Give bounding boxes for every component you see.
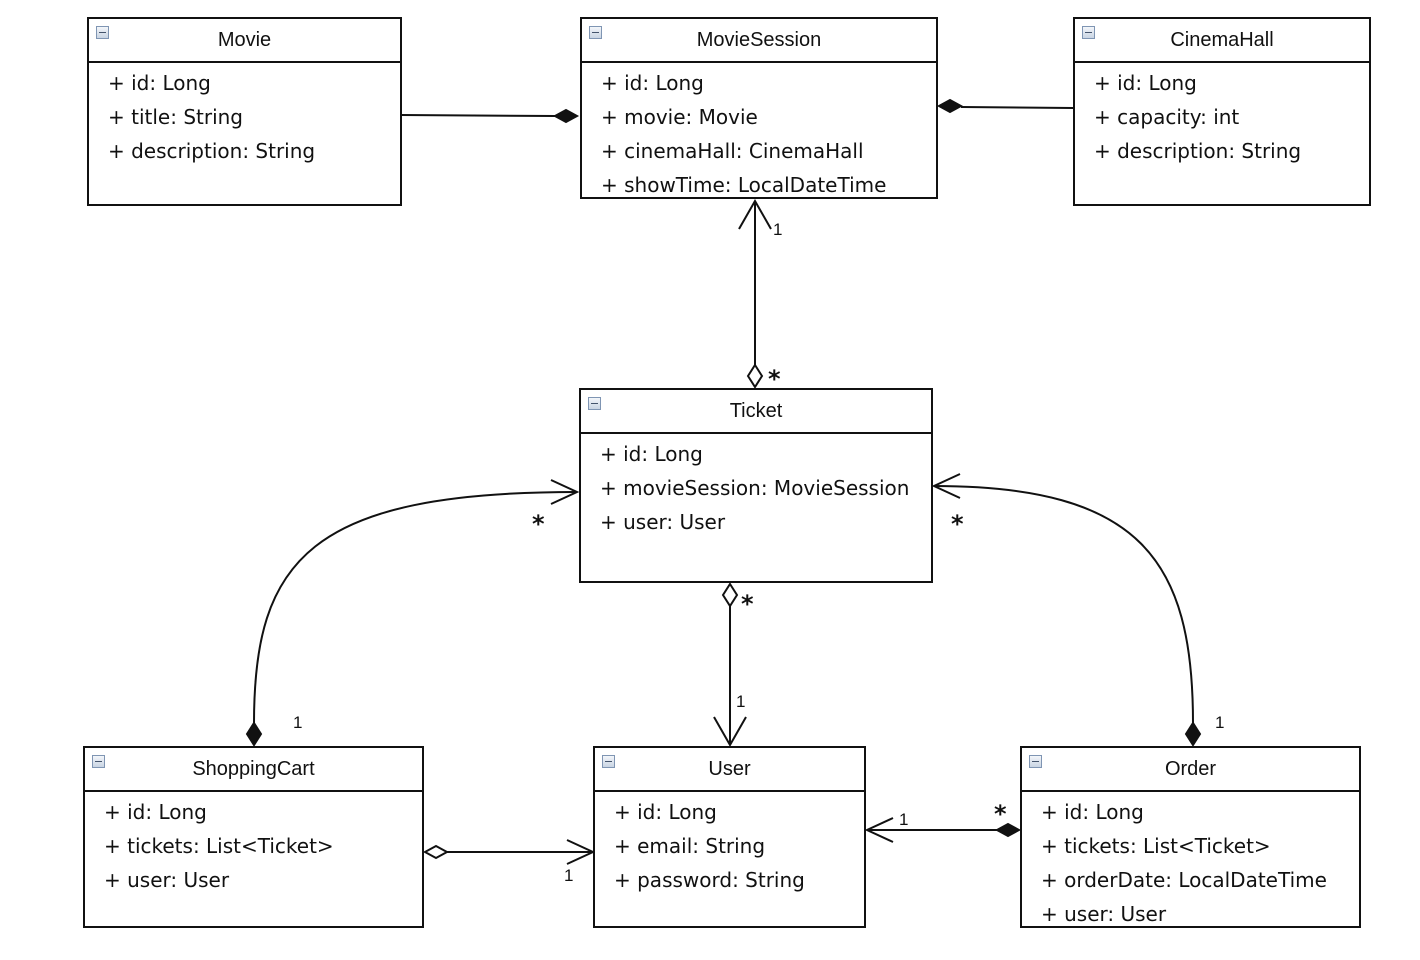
attribute: + email: String: [614, 834, 766, 858]
class-name: CinemaHall: [1170, 28, 1274, 51]
class-header: Movie: [89, 19, 400, 63]
edge-order-ticket: [931, 473, 1202, 747]
attribute-list: + id: Long + title: String + description…: [89, 63, 400, 168]
attribute: + user: User: [104, 868, 230, 892]
attribute-list: + id: Long + tickets: List<Ticket> + use…: [85, 792, 422, 897]
collapse-icon[interactable]: [92, 755, 105, 768]
multiplicity-cart-one: 1: [293, 713, 302, 732]
class-moviesession[interactable]: MovieSession + id: Long + movie: Movie +…: [580, 17, 938, 199]
collapse-icon[interactable]: [96, 26, 109, 39]
attribute: + showTime: LocalDateTime: [601, 173, 887, 197]
class-cinemahall[interactable]: CinemaHall + id: Long + capacity: int + …: [1073, 17, 1371, 206]
class-movie[interactable]: Movie + id: Long + title: String + descr…: [87, 17, 402, 206]
attribute: + orderDate: LocalDateTime: [1041, 868, 1327, 892]
class-name: Movie: [217, 28, 272, 51]
attribute: + user: User: [1041, 902, 1167, 926]
attribute: + description: String: [108, 139, 316, 163]
attribute: + id: Long: [601, 71, 704, 95]
attribute: + password: String: [614, 868, 805, 892]
multiplicity-ticket-many-bottom: *: [741, 590, 754, 618]
edge-ticket-user: [713, 582, 747, 748]
attribute: + tickets: List<Ticket>: [104, 834, 334, 858]
navigability-arrow: [550, 479, 580, 505]
attribute: + tickets: List<Ticket>: [1041, 834, 1271, 858]
class-ticket[interactable]: Ticket + id: Long + movieSession: MovieS…: [579, 388, 933, 583]
class-name: Ticket: [729, 399, 783, 422]
edge-shoppingcart-user: [422, 839, 596, 865]
class-name: User: [708, 757, 751, 780]
attribute: + id: Long: [614, 800, 717, 824]
composition-diamond: [245, 721, 263, 747]
class-shoppingcart[interactable]: ShoppingCart + id: Long + tickets: List<…: [83, 746, 424, 928]
attribute: + user: User: [600, 510, 726, 534]
aggregation-diamond: [422, 844, 450, 860]
class-name: ShoppingCart: [192, 757, 315, 780]
attribute-list: + id: Long + email: String + password: S…: [595, 792, 864, 897]
aggregation-diamond: [746, 363, 764, 389]
collapse-icon[interactable]: [602, 755, 615, 768]
navigability-arrow: [864, 817, 894, 843]
class-user[interactable]: User + id: Long + email: String + passwo…: [593, 746, 866, 928]
composition-diamond: [936, 98, 964, 114]
edge-shoppingcart-ticket: [245, 479, 580, 747]
attribute: + id: Long: [108, 71, 211, 95]
multiplicity-user-from-ticket: 1: [736, 692, 745, 711]
multiplicity-session-one: 1: [773, 220, 782, 239]
aggregation-diamond: [721, 582, 739, 608]
class-header: Order: [1022, 748, 1359, 792]
attribute: + id: Long: [104, 800, 207, 824]
attribute: + id: Long: [600, 442, 703, 466]
attribute: + movie: Movie: [601, 105, 758, 129]
attribute: + id: Long: [1094, 71, 1197, 95]
attribute-list: + id: Long + movie: Movie + cinemaHall: …: [582, 63, 936, 202]
class-header: ShoppingCart: [85, 748, 422, 792]
collapse-icon[interactable]: [1082, 26, 1095, 39]
navigability-arrow: [738, 198, 772, 230]
class-order[interactable]: Order + id: Long + tickets: List<Ticket>…: [1020, 746, 1361, 928]
collapse-icon[interactable]: [588, 397, 601, 410]
multiplicity-ticket-many-left: *: [532, 510, 545, 538]
attribute-list: + id: Long + movieSession: MovieSession …: [581, 434, 931, 539]
class-name: Order: [1164, 757, 1217, 780]
composition-diamond: [994, 822, 1022, 838]
multiplicity-ticket-many-top: *: [768, 365, 781, 393]
navigability-arrow: [713, 716, 747, 748]
multiplicity-ticket-many-right: *: [951, 510, 964, 538]
attribute: + cinemaHall: CinemaHall: [601, 139, 864, 163]
multiplicity-user-from-cart: 1: [564, 866, 573, 885]
collapse-icon[interactable]: [589, 26, 602, 39]
attribute: + title: String: [108, 105, 243, 129]
multiplicity-order-many: *: [994, 800, 1007, 828]
attribute: + id: Long: [1041, 800, 1144, 824]
collapse-icon[interactable]: [1029, 755, 1042, 768]
class-name: MovieSession: [696, 28, 822, 51]
class-header: Ticket: [581, 390, 931, 434]
composition-diamond: [1184, 721, 1202, 747]
multiplicity-order-one: 1: [1215, 713, 1224, 732]
attribute-list: + id: Long + capacity: int + description…: [1075, 63, 1369, 168]
edge-movie-moviesession: [400, 108, 580, 124]
edge-order-user: [864, 817, 1022, 843]
edge-ticket-moviesession: [738, 198, 772, 389]
attribute: + movieSession: MovieSession: [600, 476, 910, 500]
attribute-list: + id: Long + tickets: List<Ticket> + ord…: [1022, 792, 1359, 931]
multiplicity-user-from-order: 1: [899, 810, 908, 829]
attribute: + capacity: int: [1094, 105, 1240, 129]
class-header: User: [595, 748, 864, 792]
class-header: MovieSession: [582, 19, 936, 63]
class-header: CinemaHall: [1075, 19, 1369, 63]
edge-cinemahall-moviesession: [936, 98, 1074, 114]
attribute: + description: String: [1094, 139, 1302, 163]
navigability-arrow: [931, 473, 961, 499]
composition-diamond: [552, 108, 580, 124]
